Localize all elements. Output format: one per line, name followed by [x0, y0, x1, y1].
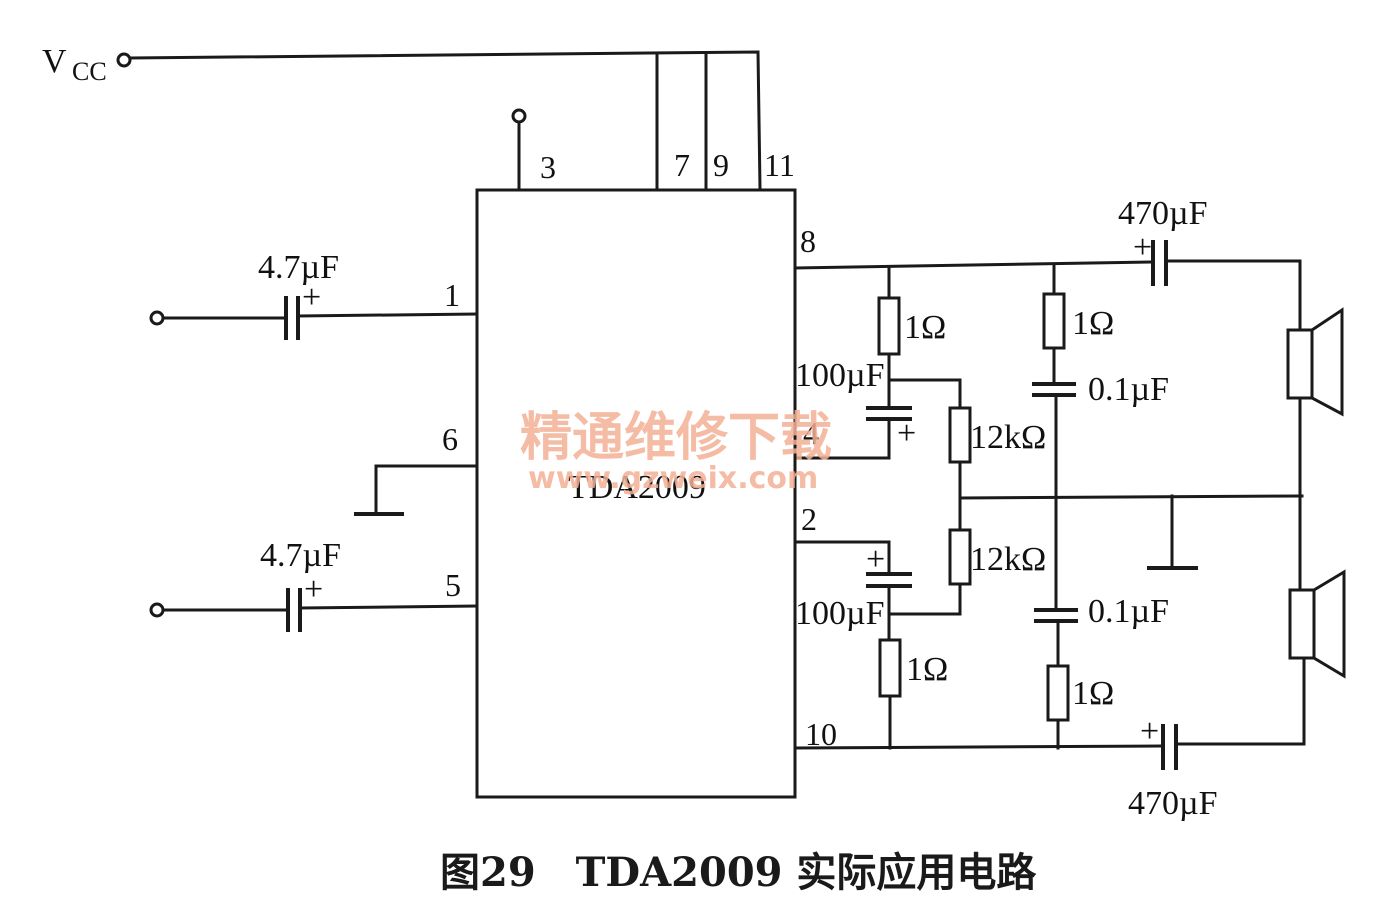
cout2-label: 470µF [1128, 785, 1218, 822]
cout1-plus: + [1133, 229, 1152, 266]
cin1-plus: + [302, 279, 321, 316]
pin3-terminal [511, 108, 527, 124]
cout1-label: 470µF [1118, 195, 1208, 232]
rtop1-label: 1Ω [904, 309, 946, 346]
fb-top-wire [887, 378, 962, 410]
pin-4-label: 4 [803, 415, 819, 451]
rbot2-body [1046, 664, 1070, 722]
csnub2-label: 0.1µF [1088, 593, 1169, 630]
cin2-label: 4.7µF [260, 537, 341, 574]
input1-wire-b [296, 312, 479, 318]
rbot2-label: 1Ω [1072, 675, 1114, 712]
rfb2-label: 12kΩ [970, 541, 1046, 578]
center-ground-bus [958, 494, 1304, 500]
input2-wire-b [298, 604, 479, 610]
cfb1-plus: + [897, 415, 916, 452]
pin8-bus [793, 260, 1152, 270]
ic-name: TDA2009 [568, 469, 706, 506]
rtop1-body [877, 296, 901, 356]
pin-6-label: 6 [442, 421, 458, 457]
rfb1-label: 12kΩ [970, 419, 1046, 456]
vcc-main: V [42, 43, 67, 80]
watermark-url: www.gzweix.com [528, 461, 818, 496]
pin-9-label: 9 [713, 147, 729, 183]
cfb2-plus: + [866, 541, 885, 578]
pin-2-label: 2 [801, 501, 817, 537]
pin10-bus [793, 744, 1162, 750]
csnub1-label: 0.1µF [1088, 371, 1169, 408]
fb-bot-wire [887, 582, 962, 616]
watermark-text: 精通维修下载 [520, 408, 832, 468]
pin-11-label: 11 [764, 147, 795, 183]
rfb1-body [948, 406, 972, 464]
rtop2-label: 1Ω [1072, 305, 1114, 342]
rfb2-body [948, 528, 972, 586]
pin-7-label: 7 [674, 147, 690, 183]
pin2-wire [793, 540, 891, 576]
pin-8-label: 8 [800, 223, 816, 259]
cout2-plus: + [1140, 713, 1159, 750]
rbot1-label: 1Ω [906, 651, 948, 688]
input2-terminal [149, 602, 165, 618]
speaker-top-icon [1286, 307, 1344, 417]
figure-caption: 图29 TDA2009 实际应用电路 [440, 849, 1037, 896]
input1-terminal [149, 310, 165, 326]
cin1-label: 4.7µF [258, 249, 339, 286]
pin-10-label: 10 [805, 716, 837, 752]
pin6-wire [374, 464, 479, 516]
rtop2-body [1042, 292, 1066, 350]
pin-5-label: 5 [445, 567, 461, 603]
pin-3-label: 3 [540, 149, 556, 185]
cfb1-label: 100µF [795, 357, 885, 394]
cout2-wire [1174, 656, 1306, 746]
vcc-terminal [116, 52, 132, 68]
vcc-label: V CC [42, 43, 107, 86]
vcc-sub: CC [72, 57, 107, 86]
cout1-wire [1164, 259, 1302, 332]
rbot1-body [878, 638, 902, 698]
cfb2-label: 100µF [795, 595, 885, 632]
pin4-wire [793, 417, 891, 460]
pin-1-label: 1 [444, 277, 460, 313]
speaker-bottom-icon [1288, 569, 1346, 679]
vcc-rail [128, 50, 762, 190]
cin2-plus: + [304, 571, 323, 608]
ic-body [475, 188, 797, 799]
